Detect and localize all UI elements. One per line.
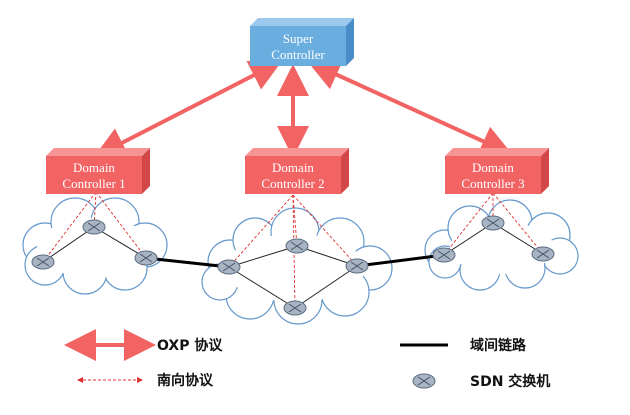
sb-2a: [228, 194, 294, 268]
domain-controller-1-box: Domain Controller 1: [46, 148, 150, 194]
switch-icon: [31, 254, 55, 270]
domain-controller-1-line1: Domain: [73, 160, 115, 175]
switch-icon: [285, 238, 309, 254]
inter-domain-links: [145, 253, 445, 269]
legend: OXP 协议 南向协议 域间链路 SDN 交换机: [64, 329, 550, 390]
domain-controller-2-line2: Controller 2: [261, 176, 324, 191]
cloud-3: [424, 199, 579, 291]
switch-icon: [432, 247, 456, 263]
link-3a: [443, 222, 494, 256]
switch-icon: [345, 258, 369, 274]
domain-controller-2-box: Domain Controller 2: [245, 148, 349, 194]
sb-2b: [292, 194, 298, 247]
oxp-links: [93, 60, 513, 158]
sb-1c: [95, 191, 147, 259]
switch-icon: [531, 246, 555, 262]
legend-oxp-label: OXP 协议: [157, 337, 223, 354]
sb-3c: [492, 192, 544, 255]
sb-3a: [443, 192, 494, 256]
intra-domain-links: [42, 222, 544, 309]
domain-controller-3-box: Domain Controller 3: [445, 148, 549, 194]
link-2c: [294, 265, 358, 309]
super-controller-box: Super Controller: [250, 18, 354, 66]
domain-controller-2-line1: Domain: [272, 160, 314, 175]
legend-switch-label: SDN 交换机: [470, 373, 550, 390]
inter-link-2: [356, 253, 445, 268]
domain-controller-3-line1: Domain: [472, 160, 514, 175]
oxp-link-1: [93, 60, 283, 158]
legend-southbound-label: 南向协议: [157, 372, 214, 389]
switch-icon: [481, 215, 505, 231]
link-2d: [228, 266, 296, 309]
domain-controller-3-line2: Controller 3: [461, 176, 524, 191]
oxp-link-3: [307, 60, 513, 156]
inter-link-1: [145, 256, 230, 269]
legend-switch-icon: [412, 373, 436, 389]
switch-icon: [82, 219, 106, 235]
cloud-2: [201, 207, 393, 325]
sb-2c: [292, 194, 358, 267]
super-controller-line2: Controller: [271, 47, 325, 62]
legend-interdomain-label: 域间链路: [470, 337, 527, 354]
link-1b: [93, 226, 147, 259]
domain-controller-1-line2: Controller 1: [62, 176, 125, 191]
switch-icon: [134, 250, 158, 266]
switch-icon: [283, 300, 307, 316]
link-2a: [228, 245, 298, 268]
super-controller-line1: Super: [283, 31, 314, 46]
link-1a: [42, 226, 95, 263]
sb-1b: [93, 191, 97, 228]
switch-icon: [217, 259, 241, 275]
sdn-switches: [31, 215, 555, 316]
